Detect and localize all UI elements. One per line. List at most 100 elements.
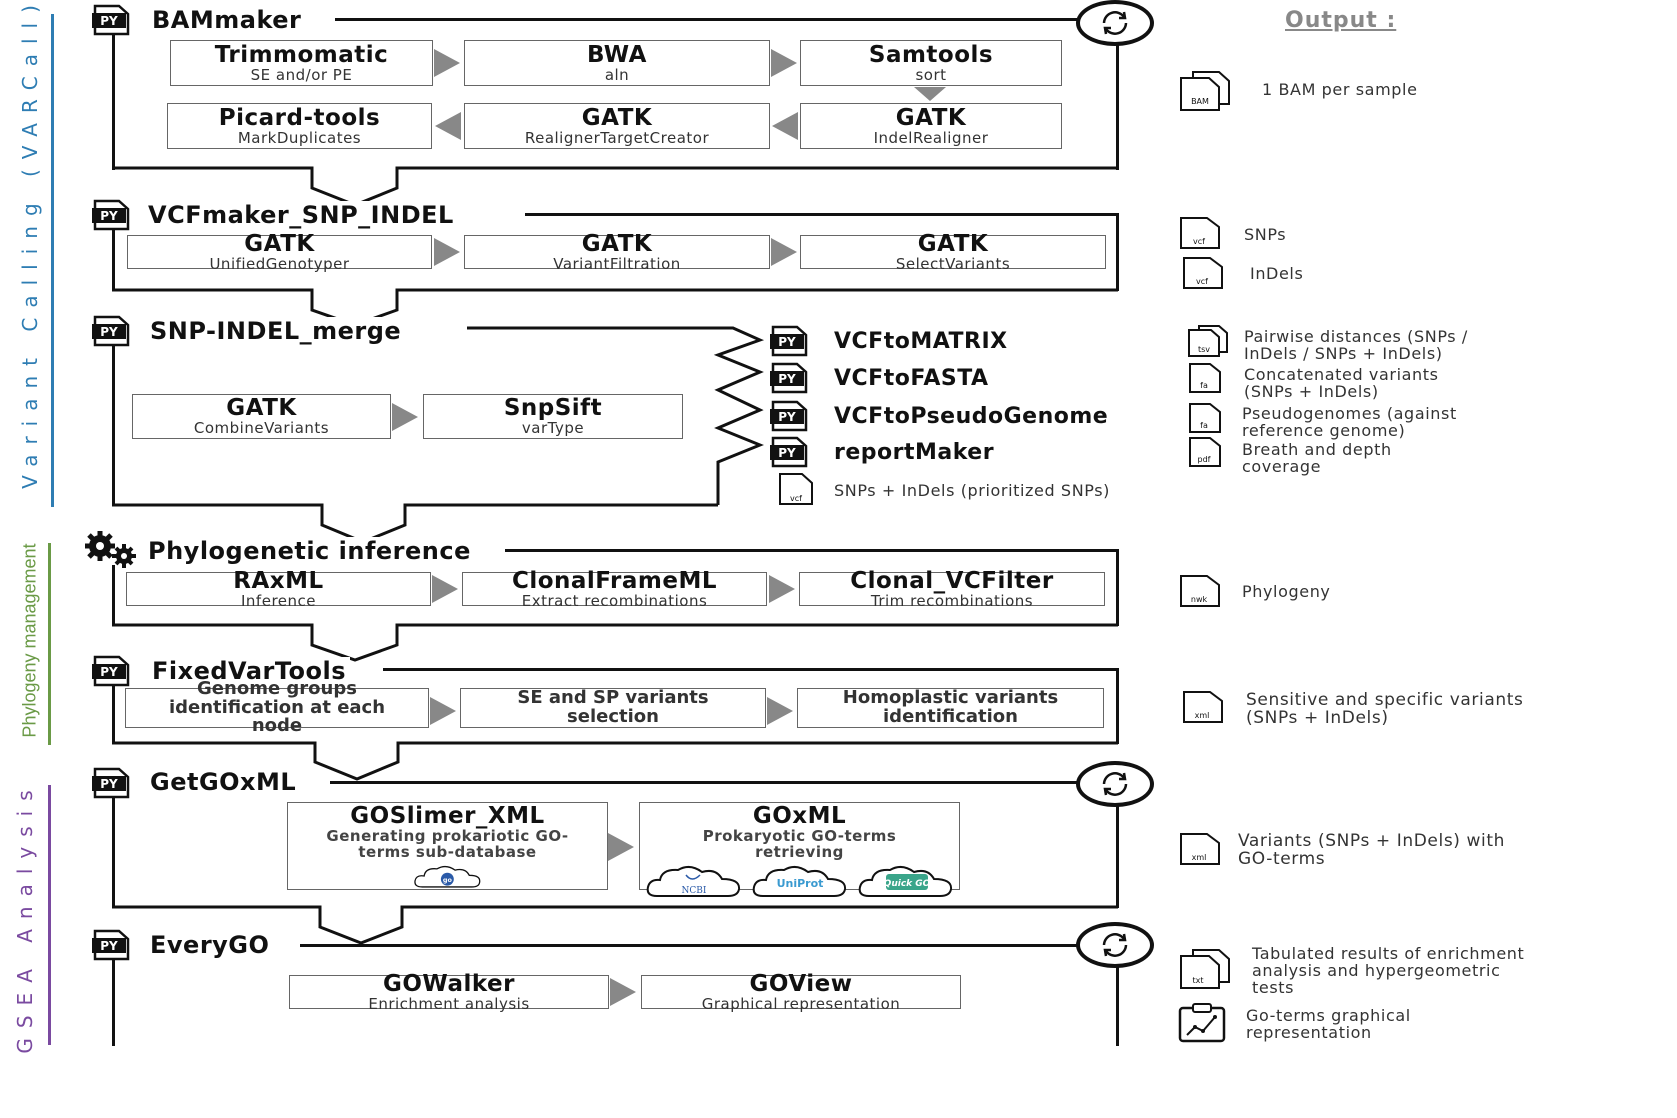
arrow-right xyxy=(608,833,634,861)
svg-text:fa: fa xyxy=(1200,381,1208,390)
everygo-left-line xyxy=(112,958,115,1046)
bammaker-title: BAMmaker xyxy=(148,6,306,34)
vcf-file-icon: vcf xyxy=(1180,256,1226,294)
cycle-icon xyxy=(1076,761,1154,807)
tool-box-se-sp-variants: SE and SP variants selection xyxy=(460,688,766,728)
tool-box-goslimer-xml: GOSlimer_XML Generating prokariotic GO-t… xyxy=(287,802,608,890)
arrow-right xyxy=(434,49,460,77)
xml-file-icon: xml xyxy=(1177,832,1223,870)
ncbi-cloud-logo: NCBI xyxy=(646,865,740,897)
svg-text:tsv: tsv xyxy=(1198,345,1210,354)
output-bam-text: 1 BAM per sample xyxy=(1262,80,1418,99)
fa-file-icon: fa xyxy=(1186,402,1226,438)
svg-text:PY: PY xyxy=(100,14,118,28)
svg-text:xml: xml xyxy=(1192,853,1207,862)
output-go-terms-text: Variants (SNPs + InDels) with GO-terms xyxy=(1238,831,1505,869)
py-file-icon: PY xyxy=(92,199,132,231)
pdf-file-icon: pdf xyxy=(1186,436,1226,472)
svg-text:vcf: vcf xyxy=(1196,277,1208,286)
arrow-right xyxy=(767,697,793,725)
bammaker-top-line xyxy=(335,18,1080,21)
getgo-right-line xyxy=(1116,800,1119,908)
fa-file-icon: fa xyxy=(1186,362,1226,398)
arrow-right xyxy=(430,697,456,725)
svg-text:PY: PY xyxy=(100,665,118,679)
script-vcftomatrix: VCFtoMATRIX xyxy=(834,329,1008,354)
py-file-icon: PY xyxy=(770,400,810,432)
svg-text:go: go xyxy=(442,875,452,883)
section-line-varcall xyxy=(51,14,54,507)
svg-text:PY: PY xyxy=(100,939,118,953)
arrow-right xyxy=(771,238,797,266)
output-graphical-text: Go-terms graphical representation xyxy=(1246,1006,1411,1042)
arrow-right xyxy=(392,403,418,431)
uniprot-cloud-logo: UniProt xyxy=(752,865,846,897)
svg-text:PY: PY xyxy=(100,325,118,339)
tool-box-genome-groups: Genome groups identification at each nod… xyxy=(125,679,429,735)
py-file-icon: PY xyxy=(92,767,132,799)
svg-text:fa: fa xyxy=(1200,421,1208,430)
output-pseudogenomes-text: Pseudogenomes (against reference genome) xyxy=(1242,404,1457,440)
svg-text:BAM: BAM xyxy=(1191,97,1209,106)
script-reportmaker: reportMaker xyxy=(834,440,995,465)
merge-left-line xyxy=(112,340,115,506)
arrow-left xyxy=(435,112,461,140)
section-line-gsea xyxy=(48,785,51,1045)
section-line-phylogeny xyxy=(48,543,51,745)
py-file-icon: PY xyxy=(92,315,132,347)
phylo-title: Phylogenetic inference xyxy=(144,537,475,565)
vcf-file-icon: vcf xyxy=(1177,216,1223,254)
svg-text:PY: PY xyxy=(778,372,796,386)
phylo-left-line xyxy=(112,565,115,626)
nwk-file-icon: nwk xyxy=(1177,574,1223,612)
clipboard-chart-icon xyxy=(1177,1003,1227,1047)
svg-text:xml: xml xyxy=(1195,711,1210,720)
phylo-top-line xyxy=(505,549,1118,552)
svg-text:pdf: pdf xyxy=(1198,455,1211,464)
vcfmaker-title: VCFmaker_SNP_INDEL xyxy=(144,201,458,229)
svg-text:UniProt: UniProt xyxy=(776,877,823,890)
vcfmaker-right-line xyxy=(1116,213,1119,291)
svg-text:PY: PY xyxy=(100,209,118,223)
svg-text:Quick GO: Quick GO xyxy=(883,879,930,889)
output-snps-text: SNPs xyxy=(1244,225,1287,244)
quickgo-cloud-logo: Quick GO xyxy=(858,865,952,897)
bammaker-right-line xyxy=(1116,30,1119,170)
getgo-left-line xyxy=(112,795,115,908)
output-sensitive-text: Sensitive and specific variants (SNPs + … xyxy=(1246,690,1524,728)
arrow-left xyxy=(772,112,798,140)
getgo-top-line xyxy=(330,781,1080,784)
py-file-icon: PY xyxy=(770,362,810,394)
xml-file-icon: xml xyxy=(1180,690,1226,728)
arrow-right xyxy=(610,978,636,1006)
getgo-title: GetGOxML xyxy=(146,768,301,796)
vcfmaker-top-line xyxy=(525,213,1118,216)
svg-text:PY: PY xyxy=(778,410,796,424)
cycle-icon xyxy=(1076,0,1154,46)
tsv-files-icon: tsv xyxy=(1185,324,1235,362)
bam-files-icon: BAM xyxy=(1177,70,1237,116)
output-pairwise-text: Pairwise distances (SNPs / InDels / SNPs… xyxy=(1244,327,1468,363)
svg-text:NCBI: NCBI xyxy=(681,886,706,896)
svg-text:PY: PY xyxy=(778,446,796,460)
vcfmaker-left-line xyxy=(112,225,115,291)
py-file-icon: PY xyxy=(92,4,132,36)
merge-title: SNP-INDEL_merge xyxy=(146,317,406,345)
fixedvar-left-line xyxy=(112,684,115,744)
arrow-right xyxy=(771,49,797,77)
output-phylogeny-text: Phylogeny xyxy=(1242,582,1331,601)
phylo-right-line xyxy=(1116,549,1119,626)
